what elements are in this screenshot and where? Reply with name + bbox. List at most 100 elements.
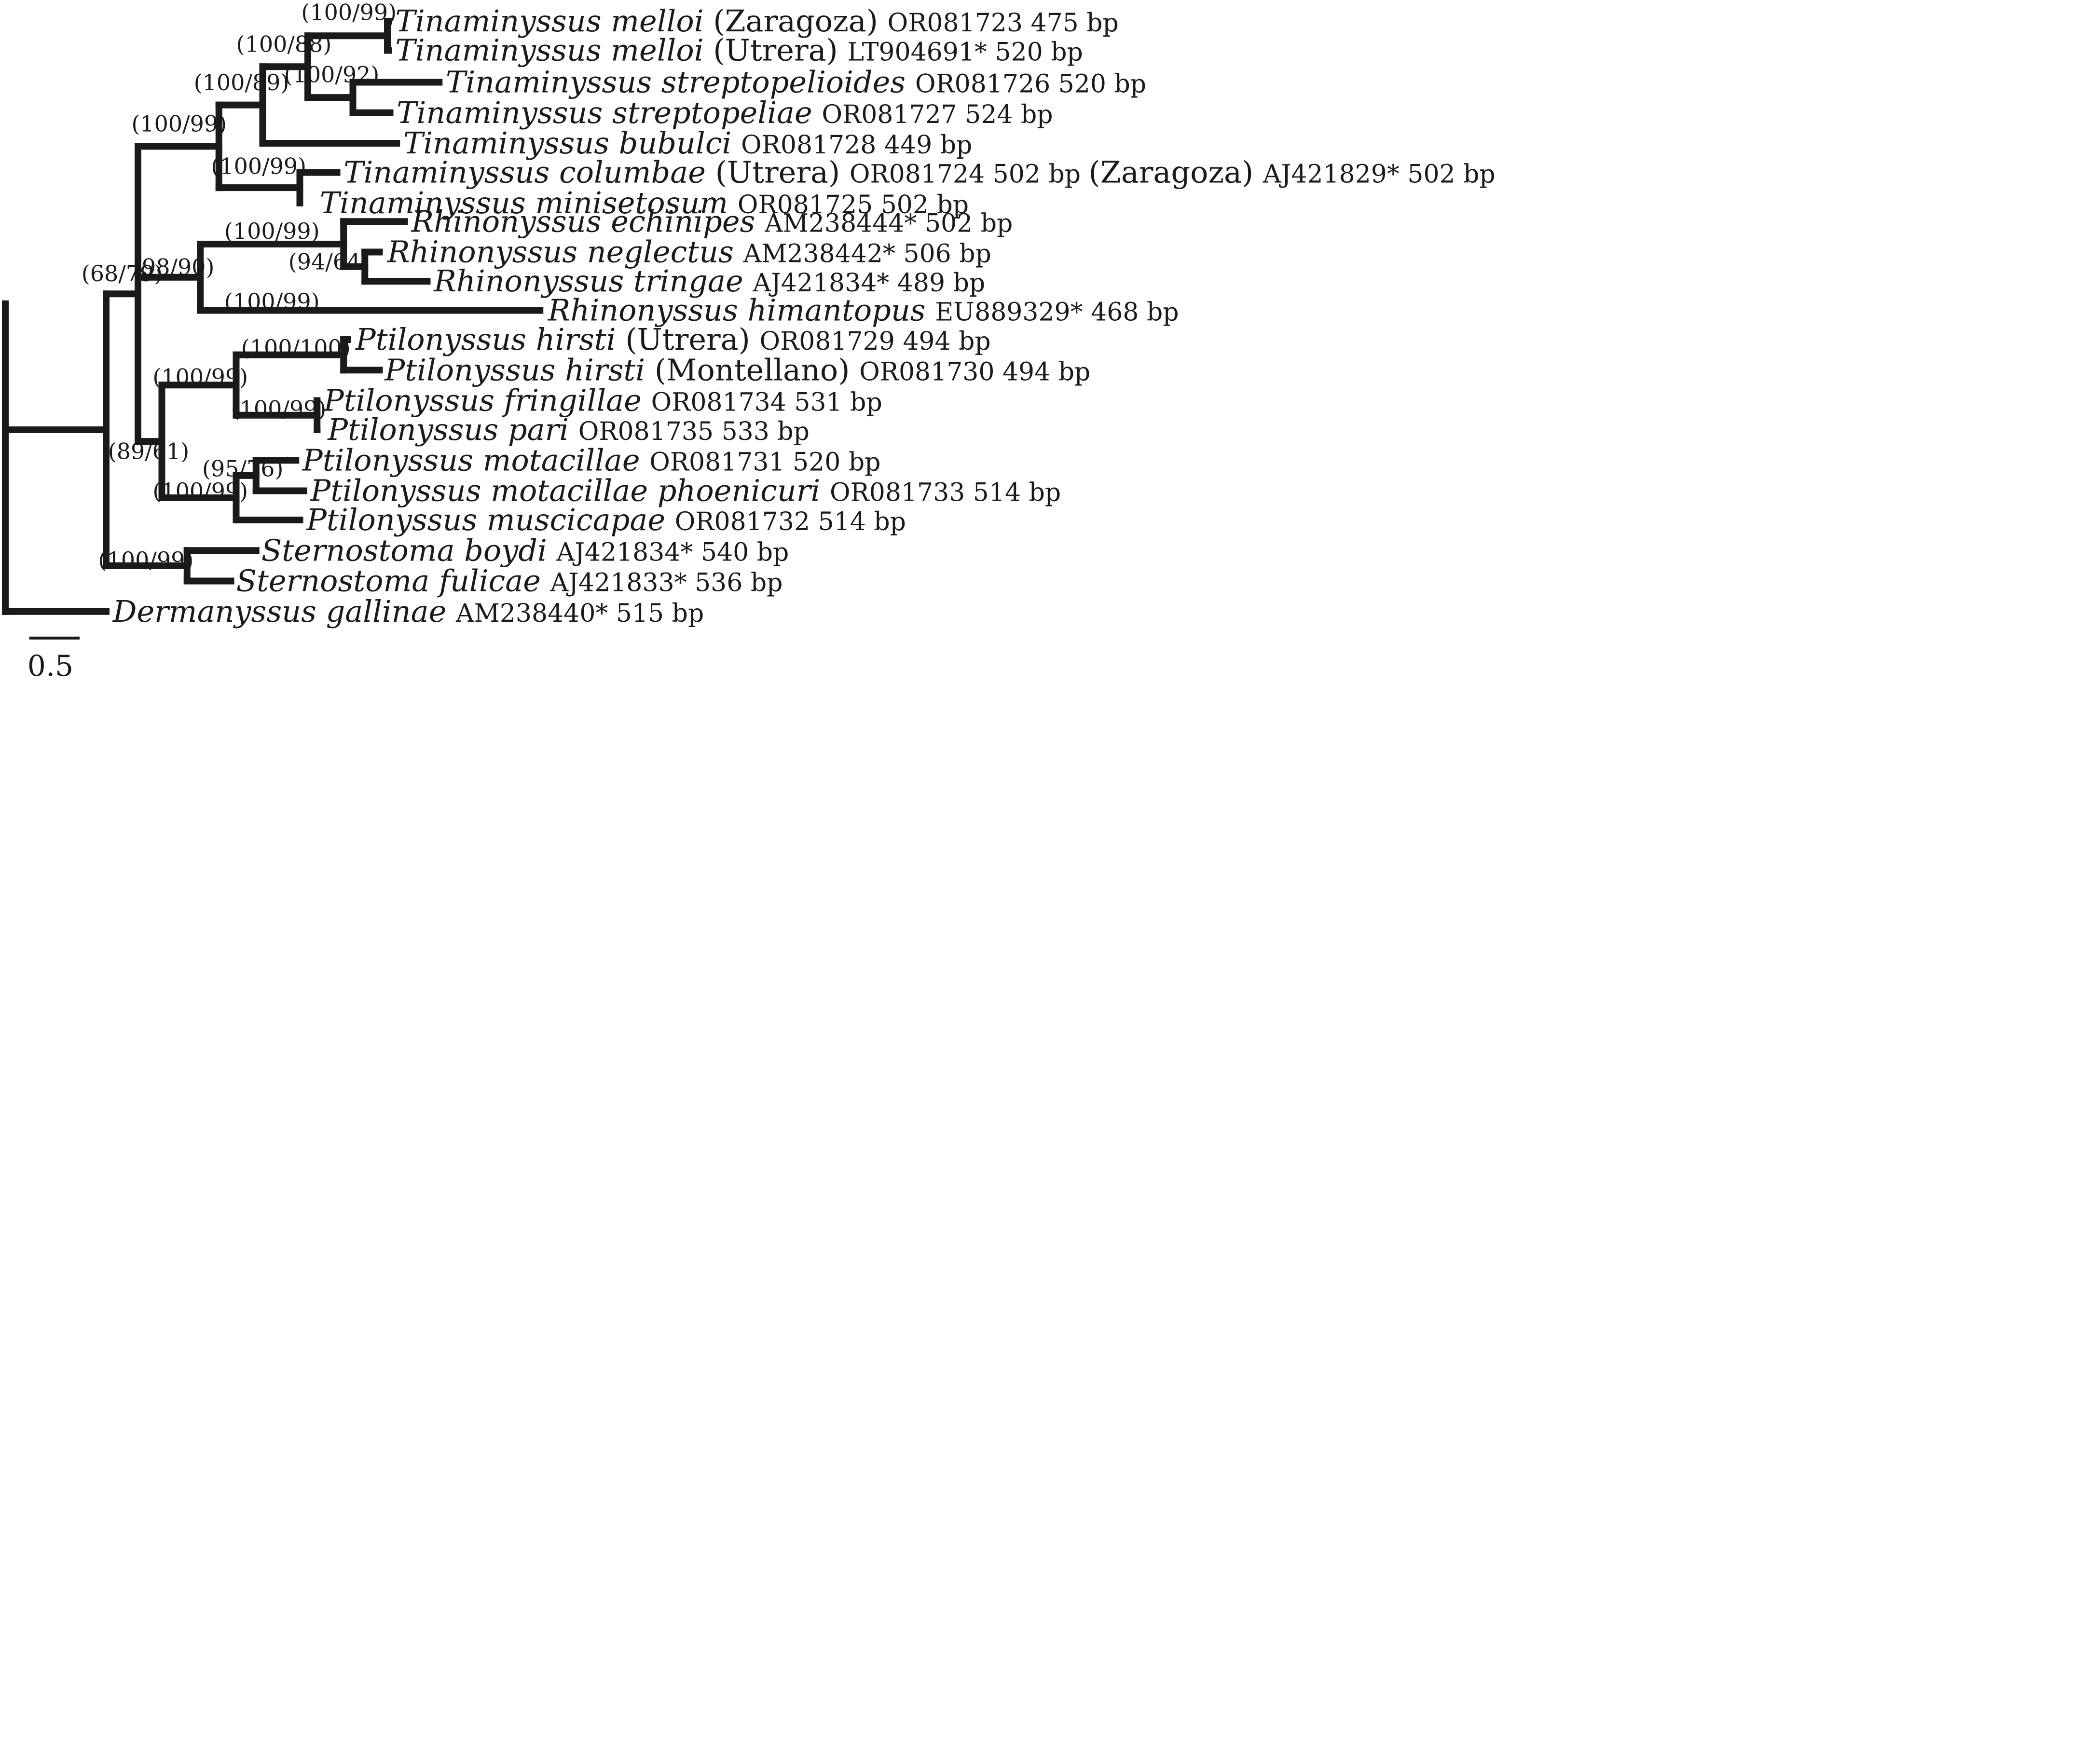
accession-number: OR081734 531 bp	[651, 388, 882, 417]
locality: (Utrera)	[706, 155, 850, 190]
support-value: (98/90)	[133, 254, 214, 280]
support-value: (100/99)	[98, 547, 194, 573]
support-value: (95/76)	[202, 455, 283, 481]
species-name: Rhinonyssus neglectus	[387, 234, 734, 270]
tip-labels: Tinaminyssus melloi (Zaragoza) OR081723 …	[112, 3, 1496, 629]
species-name: Tinaminyssus minisetosum	[320, 185, 728, 220]
accession-number: AM238444* 502 bp	[764, 209, 1013, 238]
species-name: Tinaminyssus melloi	[396, 3, 704, 39]
species-name: Tinaminyssus bubulci	[403, 125, 731, 161]
locality	[541, 563, 550, 599]
locality	[665, 502, 675, 537]
support-value: (94/64)	[288, 248, 370, 274]
accession-number: OR081728 449 bp	[741, 131, 972, 160]
tip-label: Rhinonyssus tringae AJ421834* 489 bp	[433, 263, 985, 299]
species-name: Ptilonyssus motacillae	[302, 442, 640, 478]
tip-label: Tinaminyssus bubulci OR081728 449 bp	[403, 125, 972, 161]
species-name: Ptilonyssus hirsti	[355, 322, 616, 357]
accession-number: AJ421833* 536 bp	[550, 569, 783, 598]
species-name: Tinaminyssus melloi	[396, 33, 704, 68]
support-value: (100/99)	[211, 153, 306, 179]
tip-label: Ptilonyssus motacillae phoenicuri OR0817…	[310, 473, 1061, 508]
species-name: Ptilonyssus motacillae phoenicuri	[310, 473, 821, 508]
tip-label: Ptilonyssus hirsti (Utrera) OR081729 494…	[355, 322, 991, 357]
locality	[812, 95, 822, 130]
species-name: Ptilonyssus muscicapae	[306, 502, 665, 537]
locality	[755, 204, 765, 239]
tip-label: Tinaminyssus minisetosum OR081725 502 bp	[320, 185, 969, 220]
support-value: (68/79)	[82, 260, 163, 287]
accession-number: OR081730 494 bp	[859, 357, 1090, 386]
tree-branches	[2, 18, 544, 615]
species-name: Ptilonyssus pari	[327, 412, 569, 447]
support-value: (100/99)	[224, 218, 320, 244]
species-name: Rhinonyssus echinipes	[411, 204, 755, 239]
tip-label: Ptilonyssus pari OR081735 533 bp	[327, 412, 810, 447]
locality	[569, 412, 578, 447]
species-name: Ptilonyssus fringillae	[323, 383, 642, 418]
species-name: Tinaminyssus streptopelioides	[446, 65, 906, 100]
accession-number: OR081729 494 bp	[760, 327, 991, 356]
support-values: (100/99) (100/88) (100/92)(100/89) (100/99)…	[82, 0, 397, 573]
tip-label: Rhinonyssus echinipes AM238444* 502 bp	[411, 204, 1013, 239]
accession-number: OR081727 524 bp	[822, 100, 1053, 129]
locality	[926, 293, 935, 328]
locality	[446, 594, 456, 629]
tip-label: Rhinonyssus himantopus EU889329* 468 bp	[548, 293, 1179, 328]
locality: (Utrera)	[616, 322, 760, 357]
tip-label: Tinaminyssus melloi (Zaragoza) OR081723 …	[396, 3, 1119, 39]
scale-bar: 0.5	[27, 636, 80, 683]
accession-number: OR081723 475 bp	[888, 9, 1119, 38]
accession-number: EU889329* 468 bp	[935, 298, 1179, 327]
accession-number: OR081732 514 bp	[675, 507, 906, 536]
species-name: Tinaminyssus columbae	[343, 155, 706, 190]
accession-number: OR081733 514 bp	[830, 479, 1061, 507]
support-value: (100/99)	[231, 396, 327, 422]
locality	[642, 383, 651, 418]
support-value: (100/89)	[194, 69, 289, 96]
accession-number: LT904691* 520 bp	[847, 38, 1083, 67]
accession-number: OR081725 502 bp	[738, 191, 969, 219]
scale-bar-label: 0.5	[27, 649, 73, 683]
accession-number: AM238442* 506 bp	[743, 240, 991, 269]
support-value: (100/100)	[241, 335, 351, 361]
support-value: (100/99)	[224, 288, 320, 315]
species-name: Ptilonyssus hirsti	[384, 352, 645, 387]
tip-label: Dermanyssus gallinae AM238440* 515 bp	[112, 594, 704, 629]
species-name: Dermanyssus gallinae	[112, 594, 447, 629]
support-value: (100/99)	[301, 0, 397, 25]
locality: (Montellano)	[645, 352, 859, 387]
locality: (Zaragoza)	[704, 3, 888, 39]
locality: (Zaragoza)	[1089, 155, 1263, 190]
tip-label: Ptilonyssus muscicapae OR081732 514 bp	[306, 502, 906, 537]
species-name: Rhinonyssus tringae	[433, 263, 743, 299]
species-name: Rhinonyssus himantopus	[548, 293, 926, 328]
locality	[640, 442, 650, 478]
locality	[547, 533, 557, 568]
tip-label: Tinaminyssus melloi (Utrera) LT904691* 5…	[396, 33, 1083, 68]
accession-number: AJ421834* 540 bp	[556, 538, 789, 567]
tip-label: Ptilonyssus motacillae OR081731 520 bp	[302, 442, 880, 478]
tip-label: Sternostoma boydi AJ421834* 540 bp	[261, 533, 789, 568]
species-name: Sternostoma fulicae	[236, 563, 541, 599]
species-name: Tinaminyssus streptopeliae	[397, 95, 812, 130]
support-value: (100/92)	[284, 62, 380, 88]
accession-number: AJ421829* 502 bp	[1263, 160, 1496, 189]
accession-number: OR081726 520 bp	[915, 70, 1146, 99]
locality: (Utrera)	[704, 33, 848, 68]
accession-number: OR081735 533 bp	[578, 417, 810, 446]
tip-label: Ptilonyssus hirsti (Montellano) OR081730…	[384, 352, 1091, 387]
support-value: (100/99)	[131, 110, 227, 137]
locality	[906, 65, 915, 100]
species-name: Sternostoma boydi	[261, 533, 547, 568]
tip-label: Tinaminyssus columbae (Utrera) OR081724 …	[343, 155, 1495, 190]
tip-label: Tinaminyssus streptopeliae OR081727 524 …	[397, 95, 1053, 130]
accession-number: OR081724 502 bp	[850, 160, 1089, 189]
tip-label: Rhinonyssus neglectus AM238442* 506 bp	[387, 234, 991, 270]
support-value: (100/88)	[236, 31, 332, 57]
locality	[820, 473, 830, 508]
accession-number: AM238440* 515 bp	[455, 599, 704, 628]
tip-label: Sternostoma fulicae AJ421833* 536 bp	[236, 563, 783, 599]
support-value: (89/61)	[108, 438, 189, 465]
